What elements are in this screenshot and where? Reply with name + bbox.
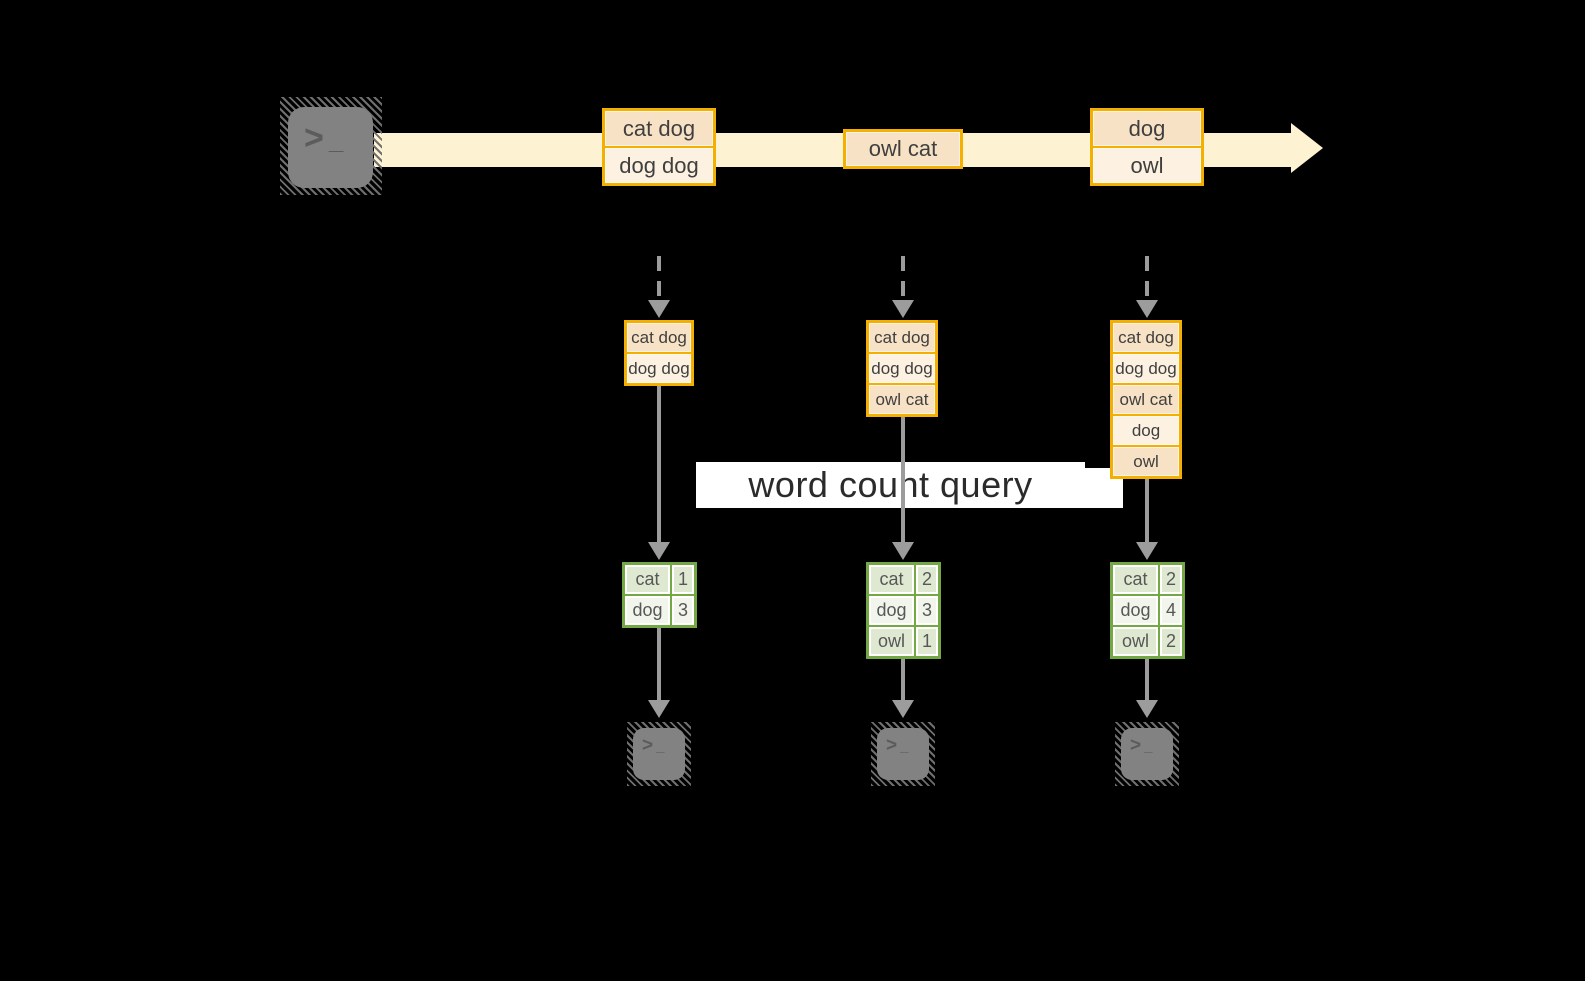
count-cell: 4 <box>1158 596 1182 625</box>
terminal-prompt-icon: > _ <box>886 736 908 755</box>
output-terminal-icon-3: > _ <box>1115 722 1179 786</box>
stream-batch-1: cat dog dog dog <box>602 108 716 186</box>
prompt-chevron: > <box>642 735 654 756</box>
query-arrowhead-1 <box>648 542 670 560</box>
word-cell: owl <box>869 627 914 656</box>
source-terminal-icon: > _ <box>280 97 382 195</box>
word-cell: dog <box>625 596 670 625</box>
prompt-chevron: > <box>304 119 324 157</box>
prompt-chevron: > <box>1130 735 1142 756</box>
input-table-3: cat dog dog dog owl cat dog owl <box>1110 320 1182 479</box>
stream-item: cat dog <box>605 111 713 146</box>
batch-arrowhead-1 <box>648 300 670 318</box>
batch-arrow-2 <box>901 256 905 302</box>
output-arrowhead-3 <box>1136 700 1158 718</box>
count-cell: 2 <box>1158 565 1182 594</box>
input-row: dog dog <box>869 352 935 383</box>
stream-item: owl <box>1093 146 1201 183</box>
prompt-underscore: _ <box>656 738 665 755</box>
query-arrowhead-3 <box>1136 542 1158 560</box>
input-row: dog dog <box>1113 352 1179 383</box>
wordcount-table-1: cat 1 dog 3 <box>622 562 697 628</box>
output-arrow-2 <box>901 657 905 702</box>
word-cell: cat <box>1113 565 1158 594</box>
query-arrowhead-2 <box>892 542 914 560</box>
batch-arrowhead-2 <box>892 300 914 318</box>
query-label: word count query <box>748 464 1033 505</box>
word-cell: dog <box>1113 596 1158 625</box>
input-row: cat dog <box>627 323 691 352</box>
wordcount-table-2: cat 2 dog 3 owl 1 <box>866 562 941 659</box>
stream-batch-2: owl cat <box>843 129 963 169</box>
table-row: owl 1 <box>869 625 938 656</box>
input-table-1: cat dog dog dog <box>624 320 694 386</box>
prompt-chevron: > <box>886 735 898 756</box>
terminal-prompt-icon: > _ <box>642 736 664 755</box>
prompt-underscore: _ <box>900 738 909 755</box>
count-cell: 2 <box>1158 627 1182 656</box>
count-cell: 1 <box>670 565 694 594</box>
output-arrow-3 <box>1145 657 1149 702</box>
batch-arrowhead-3 <box>1136 300 1158 318</box>
count-cell: 3 <box>670 596 694 625</box>
word-cell: cat <box>869 565 914 594</box>
output-arrowhead-2 <box>892 700 914 718</box>
terminal-body: > _ <box>877 728 929 780</box>
input-table-2: cat dog dog dog owl cat <box>866 320 938 417</box>
stream-item: owl cat <box>846 132 960 166</box>
input-row: dog dog <box>627 352 691 383</box>
stream-arrowhead <box>1291 123 1323 173</box>
terminal-prompt-icon: > _ <box>1130 736 1152 755</box>
count-cell: 3 <box>914 596 938 625</box>
output-terminal-icon-1: > _ <box>627 722 691 786</box>
terminal-body: > _ <box>633 728 685 780</box>
table-row: cat 2 <box>869 565 938 594</box>
stream-batch-3: dog owl <box>1090 108 1204 186</box>
table-row: dog 3 <box>625 594 694 625</box>
stream-item: dog dog <box>605 146 713 183</box>
query-arrow-2 <box>901 415 905 542</box>
query-arrow-1 <box>657 384 661 542</box>
table-row: dog 4 <box>1113 594 1182 625</box>
input-row: dog <box>1113 414 1179 445</box>
input-row: cat dog <box>869 323 935 352</box>
table-row: cat 2 <box>1113 565 1182 594</box>
batch-arrow-3 <box>1145 256 1149 302</box>
input-row: owl cat <box>1113 383 1179 414</box>
table-row: owl 2 <box>1113 625 1182 656</box>
output-terminal-icon-2: > _ <box>871 722 935 786</box>
terminal-body: > _ <box>1121 728 1173 780</box>
batch-arrow-1 <box>657 256 661 302</box>
input-row: cat dog <box>1113 323 1179 352</box>
prompt-underscore: _ <box>1144 738 1153 755</box>
word-cell: cat <box>625 565 670 594</box>
word-cell: dog <box>869 596 914 625</box>
terminal-body: > _ <box>288 107 373 188</box>
stream-item: dog <box>1093 111 1201 146</box>
input-row: owl cat <box>869 383 935 414</box>
terminal-prompt-icon: > _ <box>304 121 343 155</box>
wordcount-table-3: cat 2 dog 4 owl 2 <box>1110 562 1185 659</box>
prompt-underscore: _ <box>328 125 344 155</box>
table-row: cat 1 <box>625 565 694 594</box>
word-cell: owl <box>1113 627 1158 656</box>
query-arrow-3 <box>1145 477 1149 542</box>
query-label-band: word count query <box>696 462 1085 508</box>
output-arrowhead-1 <box>648 700 670 718</box>
count-cell: 1 <box>914 627 938 656</box>
input-row: owl <box>1113 445 1179 476</box>
count-cell: 2 <box>914 565 938 594</box>
output-arrow-1 <box>657 626 661 702</box>
table-row: dog 3 <box>869 594 938 625</box>
